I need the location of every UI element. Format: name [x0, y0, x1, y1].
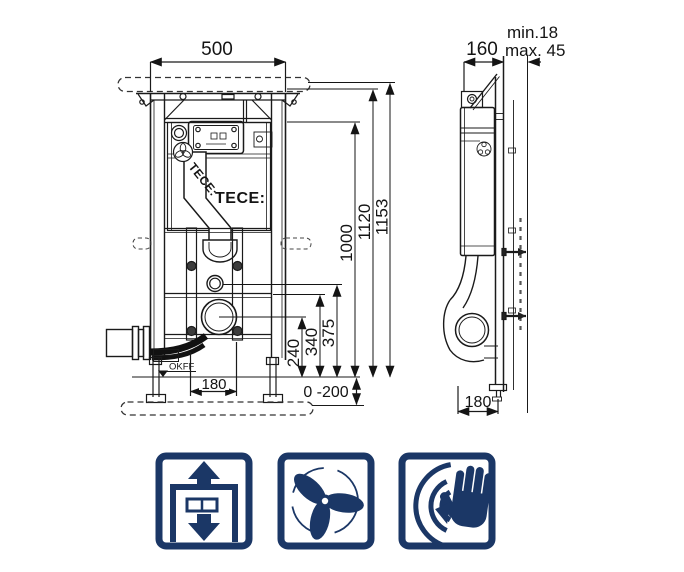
floor-hatch	[120, 401, 314, 416]
dim-drain-distance: 180	[457, 386, 499, 416]
dim-drain-offset: 180	[189, 342, 238, 396]
height-bend-label: 340	[302, 328, 321, 356]
dim-floor-buildup: 0 -200	[303, 377, 361, 406]
side-view: 160 min.18 max. 45	[442, 23, 565, 416]
wall-break-right	[280, 237, 312, 250]
extraction-fan-icon	[277, 452, 375, 550]
wall-anchor-lower	[501, 311, 526, 321]
height-outlet-label: 240	[284, 339, 303, 367]
front-view: 500	[105, 39, 364, 416]
fill-valve	[170, 124, 188, 142]
floor-buildup-label: 0 -200	[303, 384, 348, 401]
side-pipes	[442, 255, 498, 363]
wall-max-label: max. 45	[505, 41, 565, 60]
wall-min-label: min.18	[507, 23, 558, 42]
depth-label: 160	[466, 39, 498, 60]
height-total-label: 1153	[373, 199, 392, 236]
dim-width-500: 500	[149, 39, 287, 92]
touchless-actuation-icon	[398, 452, 496, 550]
side-foot	[488, 383, 508, 402]
wall-break-left	[132, 237, 152, 250]
floor-level-mark: OKFF	[158, 362, 196, 377]
ceiling-bracket-right	[281, 93, 299, 107]
hand-glyph	[435, 465, 493, 528]
cistern-side	[459, 73, 504, 257]
okff-label: OKFF	[169, 362, 195, 373]
feature-icons	[155, 452, 496, 550]
height-cistern-top-label: 1000	[337, 224, 356, 262]
trefoil-logo-icon	[172, 141, 194, 163]
wall-anchor-upper	[501, 247, 526, 257]
height-adjustable-icon	[155, 452, 253, 550]
width-label: 500	[201, 39, 233, 60]
brand-label: TECE:	[215, 190, 266, 207]
supply-stub	[105, 325, 151, 361]
inspection-box	[187, 120, 245, 155]
drain-distance-label: 180	[465, 394, 492, 411]
height-frame-label: 1120	[355, 204, 374, 241]
dim-wall-thickness: min.18 max. 45	[505, 23, 565, 67]
wc-mounting-rails	[185, 227, 244, 341]
dim-depth-160: 160	[463, 39, 505, 92]
pipe-bell	[202, 239, 238, 263]
drain-offset-label: 180	[201, 376, 226, 393]
ceiling-bracket-left	[137, 93, 155, 107]
height-dimensions: 240 340 375 1000 1120 1153	[219, 82, 395, 378]
ceiling-hatch	[117, 76, 311, 93]
height-supply-label: 375	[319, 319, 338, 347]
